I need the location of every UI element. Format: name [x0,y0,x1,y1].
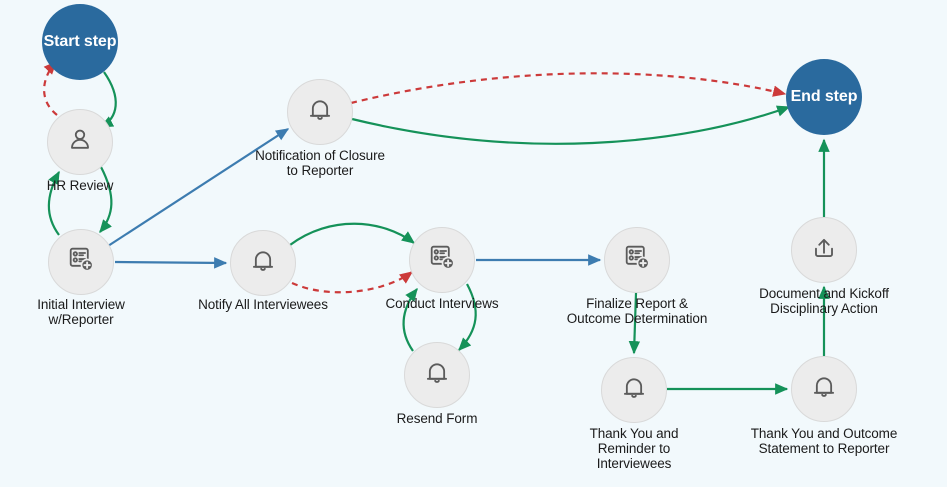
node-finalize-report-label: Finalize Report & Outcome Determination [566,296,708,327]
node-conduct-interviews[interactable] [409,227,475,293]
node-notify-all-interviewees[interactable] [230,230,296,296]
node-thank-you-outcome[interactable] [791,356,857,422]
node-end-step-label: End step [790,88,858,106]
node-initial-interview[interactable] [48,229,114,295]
node-thank-you-reminder[interactable] [601,357,667,423]
node-conduct-interviews-label: Conduct Interviews [385,296,499,311]
bell-icon [621,375,647,406]
bell-icon [424,360,450,391]
node-notification-of-closure-label: Notification of Closure to Reporter [255,148,385,179]
edge-notify-all-to-conduct-interviews-rejected [291,271,414,294]
bell-icon [250,248,276,279]
edge-notification-of-closure-to-end [351,105,791,145]
edge-resend-form-to-conduct-interviews [402,287,418,352]
edge-finalize-report-to-thank-you-reminder [628,292,641,355]
form-add-icon [429,244,456,276]
edge-notify-all-to-conduct-interviews [289,222,416,246]
edge-notification-of-closure-to-end-rejected [350,72,787,105]
form-add-icon [68,246,95,278]
bell-icon [307,97,333,128]
node-notify-all-interviewees-label: Notify All Interviewees [198,297,328,312]
form-add-icon [624,244,651,276]
node-hr-review[interactable] [47,109,113,175]
node-finalize-report[interactable] [604,227,670,293]
node-document-kickoff-label: Document and Kickoff Disciplinary Action [759,286,889,317]
bell-icon [811,374,837,405]
node-notification-of-closure[interactable] [287,79,353,145]
upload-icon [811,235,837,266]
node-document-kickoff[interactable] [791,217,857,283]
edge-conduct-interviews-to-resend-form [458,283,477,351]
person-icon [67,127,93,158]
node-end-step[interactable]: End step [786,59,862,135]
node-hr-review-label: HR Review [46,178,114,193]
node-resend-form-label: Resend Form [396,411,478,426]
edge-hr-review-to-initial-interview [99,166,113,234]
node-thank-you-outcome-label: Thank You and Outcome Statement to Repor… [750,426,898,457]
edge-initial-interview-to-hr-review [47,170,60,236]
edge-initial-interview-to-notification-of-closure [107,128,290,247]
node-start-step[interactable]: Start step [42,4,118,80]
node-start-step-label: Start step [43,33,117,51]
node-thank-you-reminder-label: Thank You and Reminder to Interviewees [589,426,679,472]
node-initial-interview-label: Initial Interview w/Reporter [37,297,125,328]
edge-initial-interview-to-notify-all [114,257,228,269]
node-resend-form[interactable] [404,342,470,408]
